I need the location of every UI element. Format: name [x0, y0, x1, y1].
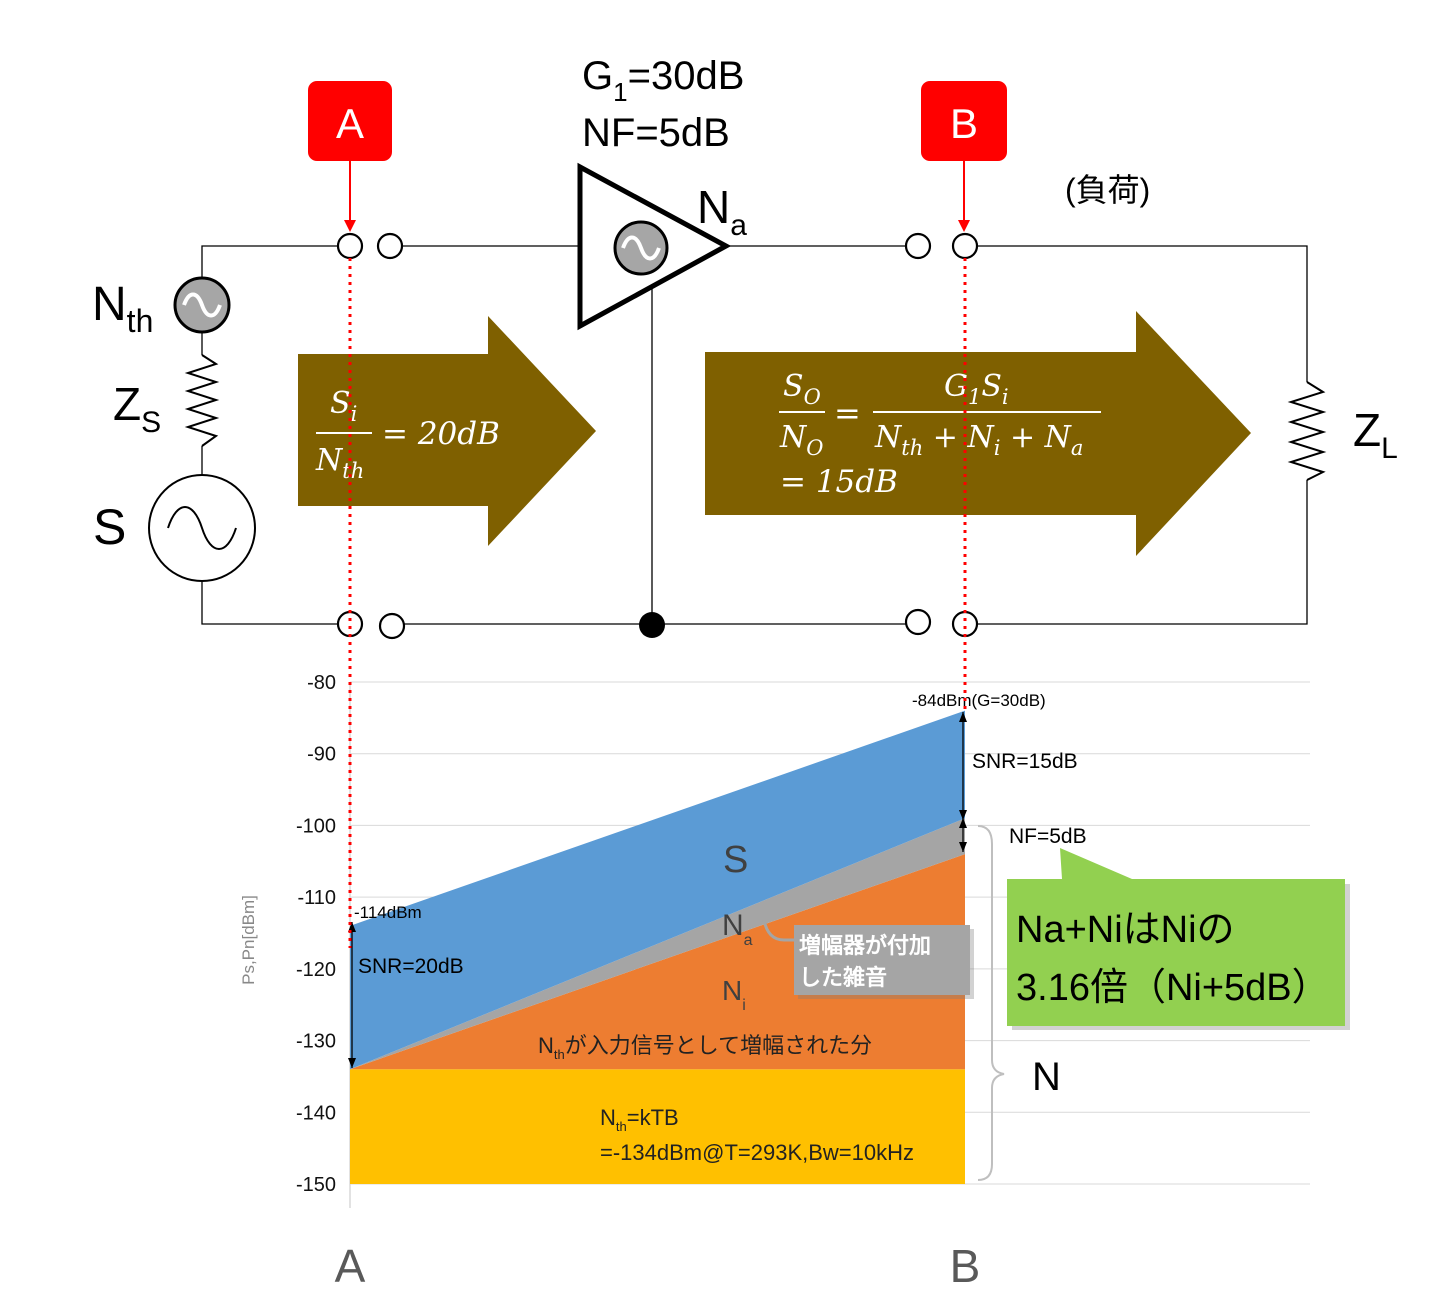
- y-tick-label: -120: [296, 959, 336, 981]
- noise-brace: [977, 825, 1005, 1181]
- chart: -80 -90 -100 -110 -120 -130 -140 -150 Ps,Pn[dBm…: [239, 672, 1350, 1292]
- amplifier-nf-label: NF=5dB: [582, 111, 730, 155]
- input-snr-formula: Si Nth = 20dB: [315, 386, 500, 483]
- svg-text:Si: Si: [330, 386, 357, 426]
- x-label-a: A: [335, 1240, 366, 1292]
- area-s: [350, 710, 965, 1070]
- svg-text:SO: SO: [783, 369, 821, 409]
- annotation-top-a: -114dBm: [354, 903, 422, 922]
- thermal-noise-source-icon: [173, 276, 231, 334]
- amp-noise-callout-line2: した雑音: [799, 965, 887, 990]
- circuit: G1=30dB NF=5dB Na Nth ZS S ZL (負荷) Si Nt…: [92, 54, 1398, 640]
- amp-noise-callout: [794, 925, 970, 995]
- svg-text:=: =: [834, 394, 861, 432]
- terminal-amp-in-top: [376, 232, 404, 260]
- label-nth-definition: Nth=kTB: [600, 1105, 679, 1134]
- source-impedance-label: ZS: [113, 378, 161, 439]
- green-callout-line1: Na+NiはNiの: [1016, 909, 1235, 951]
- label-nth-amplified: Nthが入力信号として増幅された分: [538, 1033, 872, 1062]
- svg-text:= 15dB: = 15dB: [780, 464, 898, 500]
- terminal-b-top: [951, 232, 979, 260]
- annotation-snr-a: SNR=20dB: [358, 955, 464, 978]
- y-tick-label: -140: [296, 1102, 336, 1124]
- terminal-amp-out-top: [904, 232, 932, 260]
- wire-left-top: [201, 245, 338, 282]
- area-na: [350, 818, 965, 1070]
- y-tick-label: -130: [296, 1031, 336, 1053]
- wire-left-bottom: [201, 581, 338, 625]
- y-axis-ticks: -80 -90 -100 -110 -120 -130 -140 -150: [296, 672, 336, 1196]
- source-resistor-icon: [184, 354, 220, 447]
- svg-text:G1Si: G1Si: [944, 369, 1009, 409]
- load-resistor-icon: [1287, 381, 1327, 481]
- amplifier-noise-source-icon: [613, 220, 669, 276]
- label-amp-noise: Na: [722, 909, 753, 949]
- marker-a: A: [308, 81, 392, 232]
- terminal-amp-in-bottom: [378, 612, 406, 640]
- annotation-nf: NF=5dB: [1009, 825, 1087, 848]
- svg-text:A: A: [336, 100, 364, 147]
- terminal-amp-out-bottom: [904, 608, 932, 636]
- wire-right-bottom: [977, 480, 1308, 625]
- y-tick-label: -150: [296, 1174, 336, 1196]
- signal-source-label: S: [93, 499, 126, 555]
- area-nth: [350, 1069, 965, 1184]
- circuit-wires: [201, 245, 1308, 625]
- amplifier-noise-label: Na: [697, 181, 747, 242]
- measure-arrows: [348, 712, 967, 1068]
- y-tick-label: -110: [297, 887, 336, 909]
- ground-node: [639, 612, 665, 638]
- y-axis-title: Ps,Pn[dBm]: [239, 895, 258, 985]
- label-nth-value: =-134dBm@T=293K,Bw=10kHz: [600, 1140, 914, 1165]
- y-tick-label: -90: [307, 744, 336, 766]
- svg-text:Nth: Nth: [315, 443, 364, 483]
- green-callout-line2: 3.16倍（Ni+5dB）: [1016, 967, 1330, 1009]
- svg-text:B: B: [950, 100, 978, 147]
- annotation-top-b: -84dBm(G=30dB): [912, 691, 1046, 710]
- signal-source-icon: [148, 474, 256, 582]
- input-snr-arrow: [298, 316, 596, 546]
- wire-right-top: [977, 245, 1308, 382]
- marker-b: B: [921, 81, 1007, 232]
- amplifier-gain-label: G1=30dB: [582, 54, 744, 107]
- terminal-a-top: [336, 232, 364, 260]
- chart-areas: [350, 710, 965, 1184]
- label-input-noise: Ni: [722, 975, 746, 1014]
- load-label: (負荷): [1065, 172, 1150, 208]
- thermal-noise-label: Nth: [92, 278, 153, 339]
- svg-text:= 20dB: = 20dB: [382, 416, 500, 452]
- amp-noise-callout-line1: 増幅器が付加: [799, 933, 931, 958]
- terminal-b-bottom: [951, 610, 979, 638]
- green-callout: [1007, 848, 1345, 1026]
- y-tick-label: -100: [296, 815, 336, 837]
- amp-noise-callout-leader: [762, 919, 795, 942]
- svg-text:Nth + Ni + Na: Nth + Ni + Na: [874, 420, 1083, 460]
- output-snr-arrow: [705, 311, 1251, 556]
- terminal-a-bottom: [336, 610, 364, 638]
- load-impedance-label: ZL: [1353, 404, 1398, 465]
- svg-text:NO: NO: [779, 420, 823, 460]
- annotation-snr-b: SNR=15dB: [972, 750, 1078, 773]
- x-label-b: B: [950, 1240, 981, 1292]
- label-total-noise: N: [1032, 1055, 1061, 1099]
- label-signal: S: [723, 839, 748, 881]
- output-snr-formula: SO NO = G1Si Nth + Ni + Na = 15dB: [779, 369, 1101, 500]
- y-tick-label: -80: [307, 672, 336, 694]
- terminals: [336, 232, 979, 640]
